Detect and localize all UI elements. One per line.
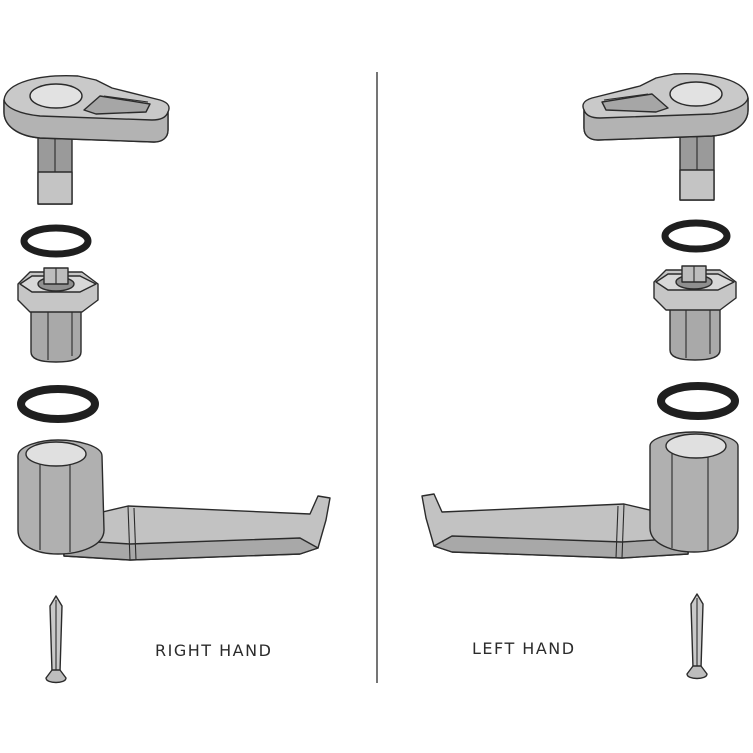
right-hand-cam (3, 75, 170, 205)
right-hand-bushing (17, 267, 99, 363)
left-hand-seal-ring-top (661, 219, 731, 253)
right-hand-screw (45, 595, 67, 684)
right-hand-assembly: RIGHT HAND (3, 75, 331, 684)
right-hand-seal-ring-top (20, 224, 92, 258)
left-hand-assembly: LEFT HAND (421, 73, 749, 680)
left-hand-seal-ring-bottom (657, 382, 739, 420)
left-hand-lever (421, 431, 739, 559)
left-hand-screw (686, 593, 708, 680)
right-hand-seal-ring-bottom (17, 385, 99, 423)
left-hand-label: LEFT HAND (472, 639, 576, 658)
left-hand-cam (582, 73, 749, 201)
left-hand-bushing (653, 265, 737, 361)
right-hand-label: RIGHT HAND (155, 641, 272, 660)
right-hand-lever (17, 439, 331, 561)
